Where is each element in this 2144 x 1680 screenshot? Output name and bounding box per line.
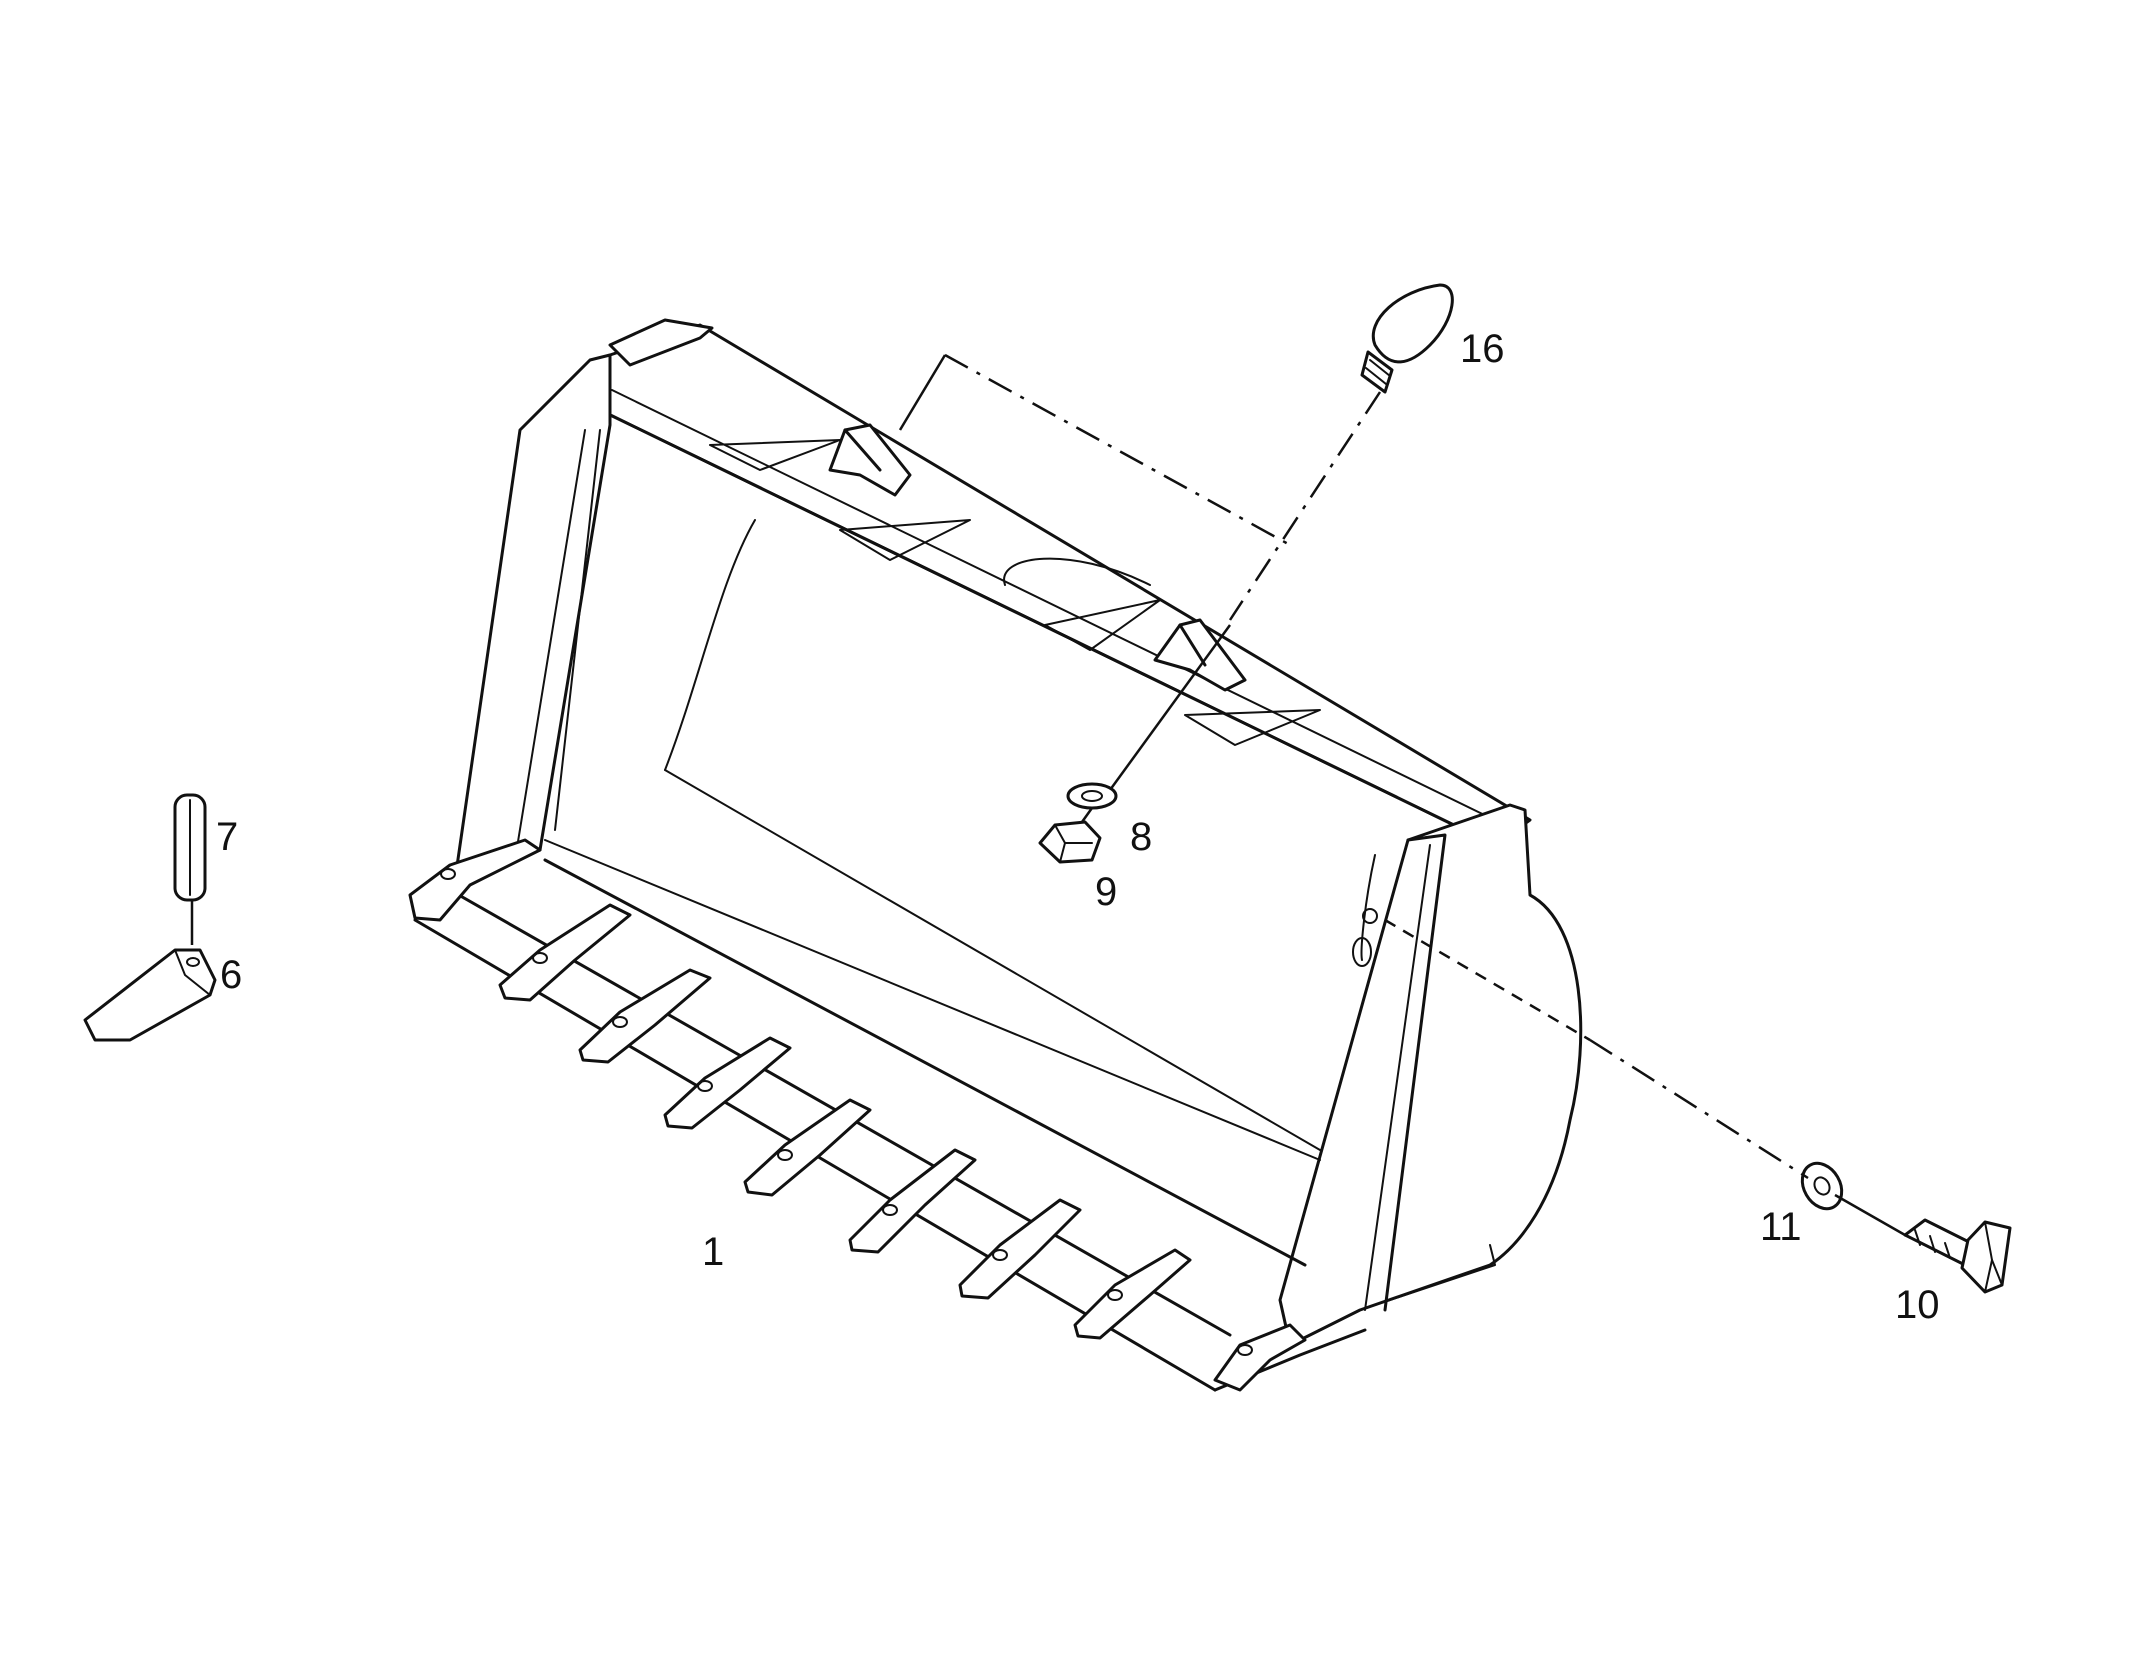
callout-9: 9 bbox=[1095, 870, 1117, 914]
pin-part-7 bbox=[173, 793, 207, 902]
callout-6: 6 bbox=[220, 953, 242, 997]
washer-part-11 bbox=[1800, 1161, 1844, 1211]
callout-1: 1 bbox=[702, 1230, 724, 1274]
callout-10: 10 bbox=[1895, 1283, 1940, 1327]
callout-16: 16 bbox=[1460, 327, 1505, 371]
wear-cap-part-16 bbox=[1360, 283, 1454, 394]
tooth-part-6 bbox=[83, 948, 217, 1042]
nut-part-9 bbox=[1038, 820, 1102, 864]
bucket-teeth bbox=[408, 838, 1307, 1392]
callout-11: 11 bbox=[1760, 1205, 1802, 1249]
washer-part-8 bbox=[1066, 782, 1118, 810]
loader-bucket bbox=[408, 318, 1583, 1392]
bolt-part-10 bbox=[1903, 1218, 2012, 1294]
callout-7: 7 bbox=[216, 815, 238, 859]
callout-8: 8 bbox=[1130, 815, 1152, 859]
